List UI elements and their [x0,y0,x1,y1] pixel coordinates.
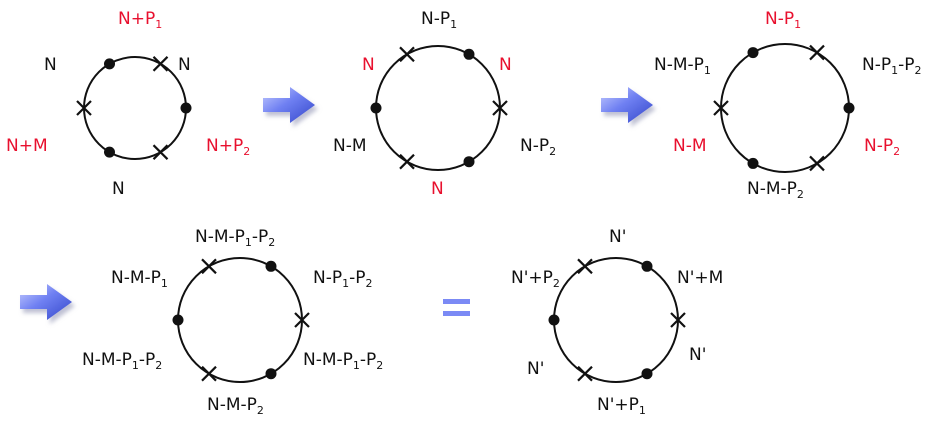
label-upper-right: N-P1​-P2​ [862,55,922,77]
diagram-layer: N+P1​ N N N+M N+P2​ N N-P1​ N N N-M N-P2​ N N-P1​ N-M… [6,9,922,417]
insertion-cross [201,258,217,275]
insertion-cross [809,44,825,61]
operator-layer [20,87,653,320]
label-top: N-P1​ [421,9,457,31]
vertex-dot [172,314,184,326]
label-bottom: N [431,179,444,199]
label-upper-left: N [44,55,57,75]
label-bottom: N-M-P2​ [207,395,264,417]
label-top: N+P1​ [118,9,162,31]
label-lower-right: N-P2​ [864,136,900,158]
label-upper-right: N [499,55,512,75]
vertex-dot [463,48,475,60]
vertex-dot [104,58,115,70]
insertion-cross [713,100,729,116]
label-lower-left: N-M-P1​-P2​ [82,350,162,372]
vertex-dot [104,146,115,158]
insertion-cross [399,153,415,170]
label-upper-right: N-P1​-P2​ [313,268,373,290]
vertex-dot [747,47,759,59]
vertex-dot [843,102,855,114]
insertion-cross [76,100,92,116]
arrow-1-icon [263,87,315,123]
vertex-dot [180,102,192,114]
vertex-dot [370,102,382,114]
label-top: N-P1​ [765,9,801,31]
insertion-cross [399,46,415,63]
loop-circle [83,56,187,160]
label-bottom: N'+P1​ [597,395,646,417]
label-lower-left: N-M [673,136,707,156]
loop-circle [375,45,501,171]
label-upper-left: N-M-P1​ [654,55,711,77]
loop-circle [553,257,679,383]
label-lower-left: N-M [333,136,367,156]
insertion-cross [492,100,508,116]
label-lower-right: N-M-P1​-P2​ [303,350,383,372]
vertex-dot [747,157,759,169]
label-bottom: N [112,179,125,199]
label-upper-left: N [362,55,375,75]
label-bottom: N-M-P2​ [747,179,804,201]
vertex-dot [265,368,277,380]
equals-sign [443,299,470,316]
insertion-cross [201,365,217,382]
diagram-3: N-P1​ N-M-P1​ N-P1​-P2​ N-M N-P2​ N-M-P2​ [654,9,922,201]
label-lower-right: N-P2​ [520,136,556,158]
label-lower-left: N+M [6,136,48,156]
label-lower-left: N' [527,359,544,379]
insertion-cross [294,312,310,328]
label-top: N' [609,227,626,247]
label-upper-left: N'+P2​ [511,268,560,290]
insertion-cross [670,312,686,328]
insertion-cross [152,56,169,72]
vertex-dot [641,260,653,272]
label-lower-right: N' [689,345,706,365]
loop-circle [177,257,303,383]
arrow-2-icon [601,87,653,123]
insertion-cross [809,155,825,172]
insertion-cross [577,258,593,275]
label-upper-right: N [178,55,191,75]
vertex-dot [641,368,653,380]
vertex-dot [265,260,277,272]
label-upper-left: N-M-P1​ [111,268,168,290]
insertion-cross [577,365,593,382]
label-upper-right: N'+M [677,268,723,288]
label-lower-right: N+P2​ [206,136,250,158]
label-top: N-M-P1​-P2​ [195,227,275,249]
arrow-3-icon [20,284,72,320]
diagram-5: N' N'+P2​ N'+M N' N' N'+P1​ [511,227,723,417]
diagram-2: N-P1​ N N N-M N-P2​ N [333,9,556,199]
loop-circle [720,43,850,173]
diagram-1: N+P1​ N N N+M N+P2​ N [6,9,250,199]
vertex-dot [548,314,560,326]
vertex-dot [463,156,475,168]
diagram-4: N-M-P1​-P2​ N-M-P1​ N-P1​-P2​ N-M-P1​-P2​ N-… [82,227,383,417]
insertion-cross [152,144,169,160]
